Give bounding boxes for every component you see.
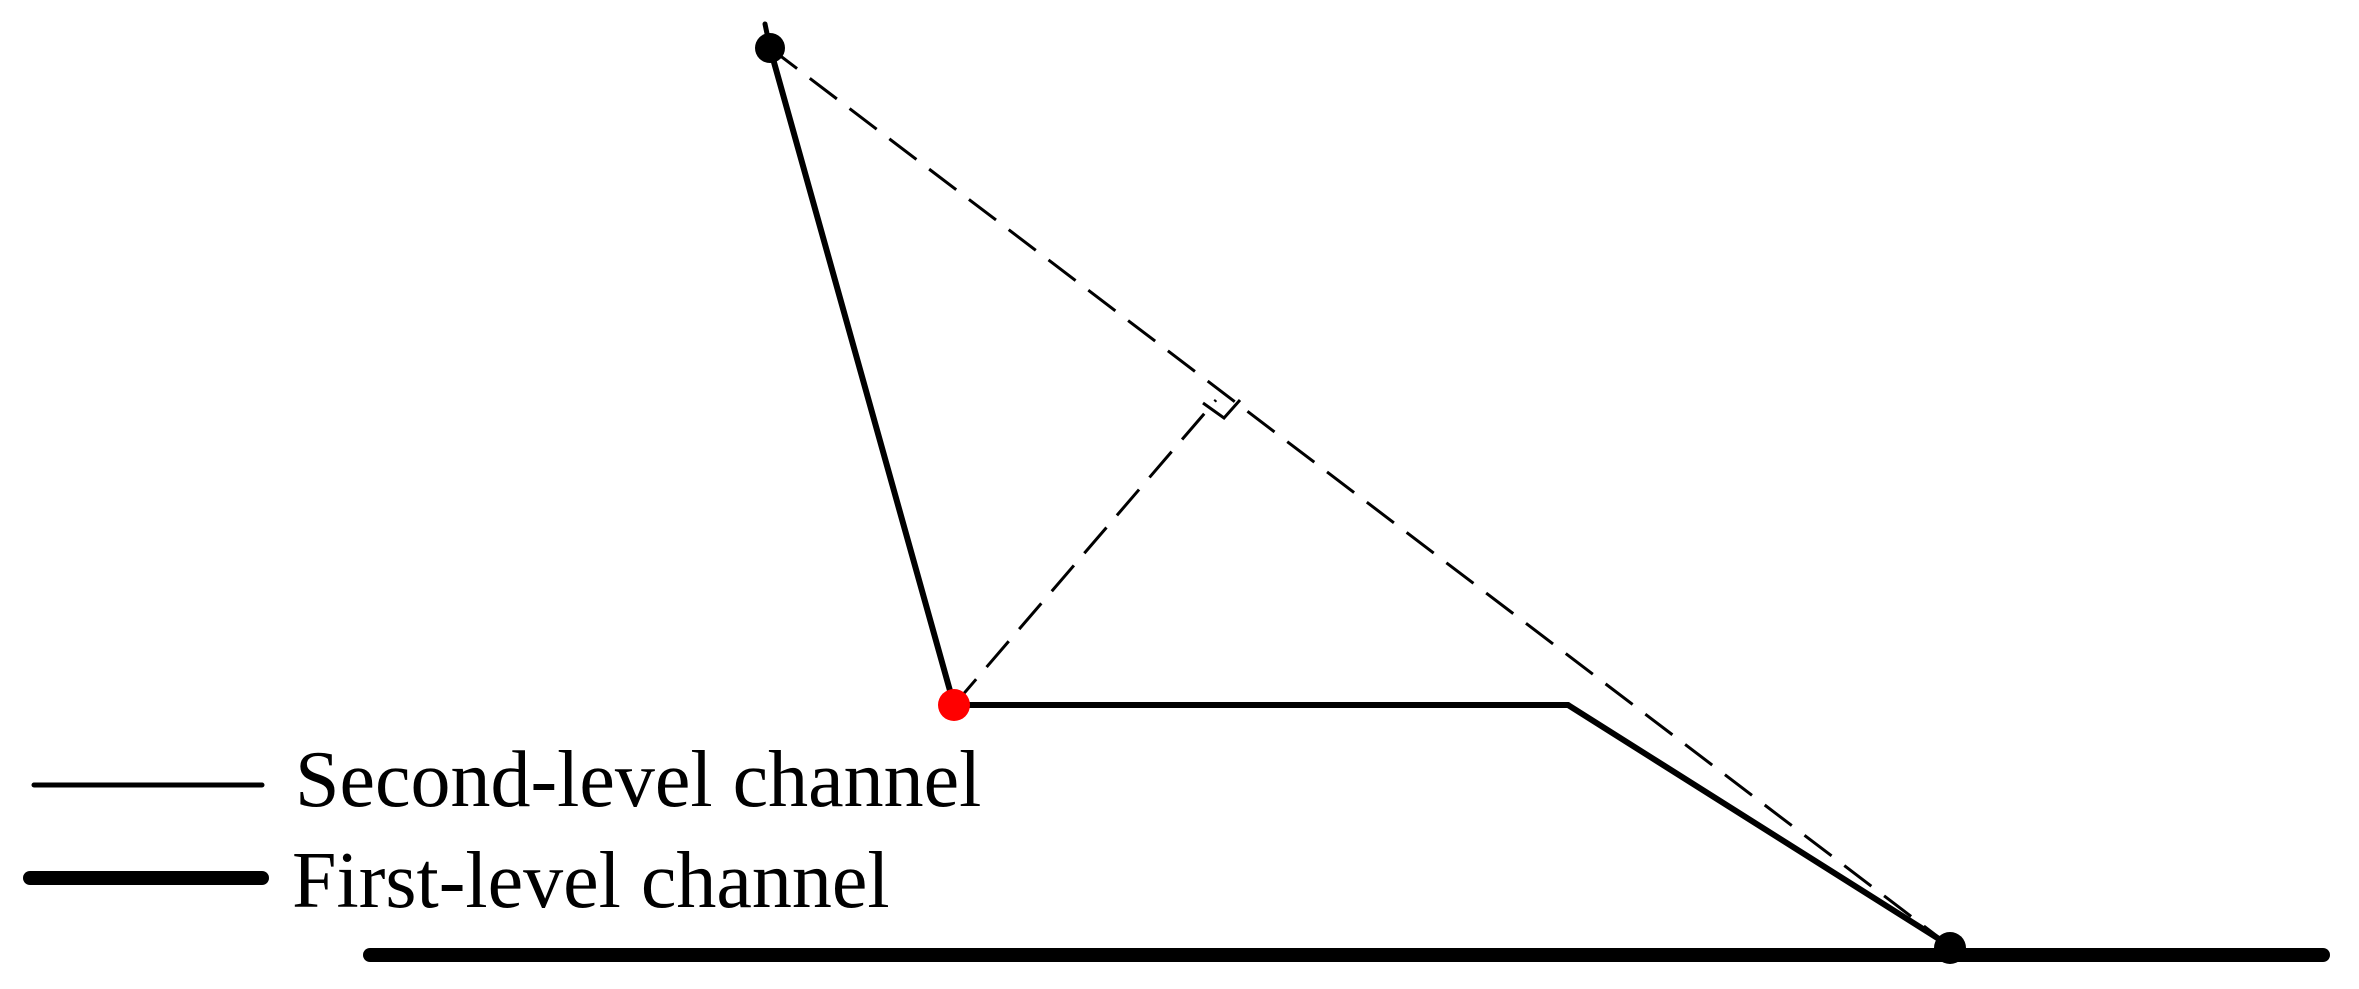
- second-level-channel-segment-3: [1565, 702, 1953, 949]
- red-source-point: [938, 689, 970, 721]
- legend-first-level-label: First-level channel: [292, 837, 890, 925]
- dashed-perpendicular-line: [952, 399, 1218, 706]
- legend: Second-level channel First-level channel: [23, 736, 981, 925]
- right-angle-marker: [1202, 399, 1242, 421]
- second-level-channel-segment-1: [767, 45, 957, 708]
- legend-second-level-label: Second-level channel: [295, 736, 981, 824]
- junction-endpoint: [1934, 932, 1966, 964]
- top-endpoint: [755, 33, 785, 63]
